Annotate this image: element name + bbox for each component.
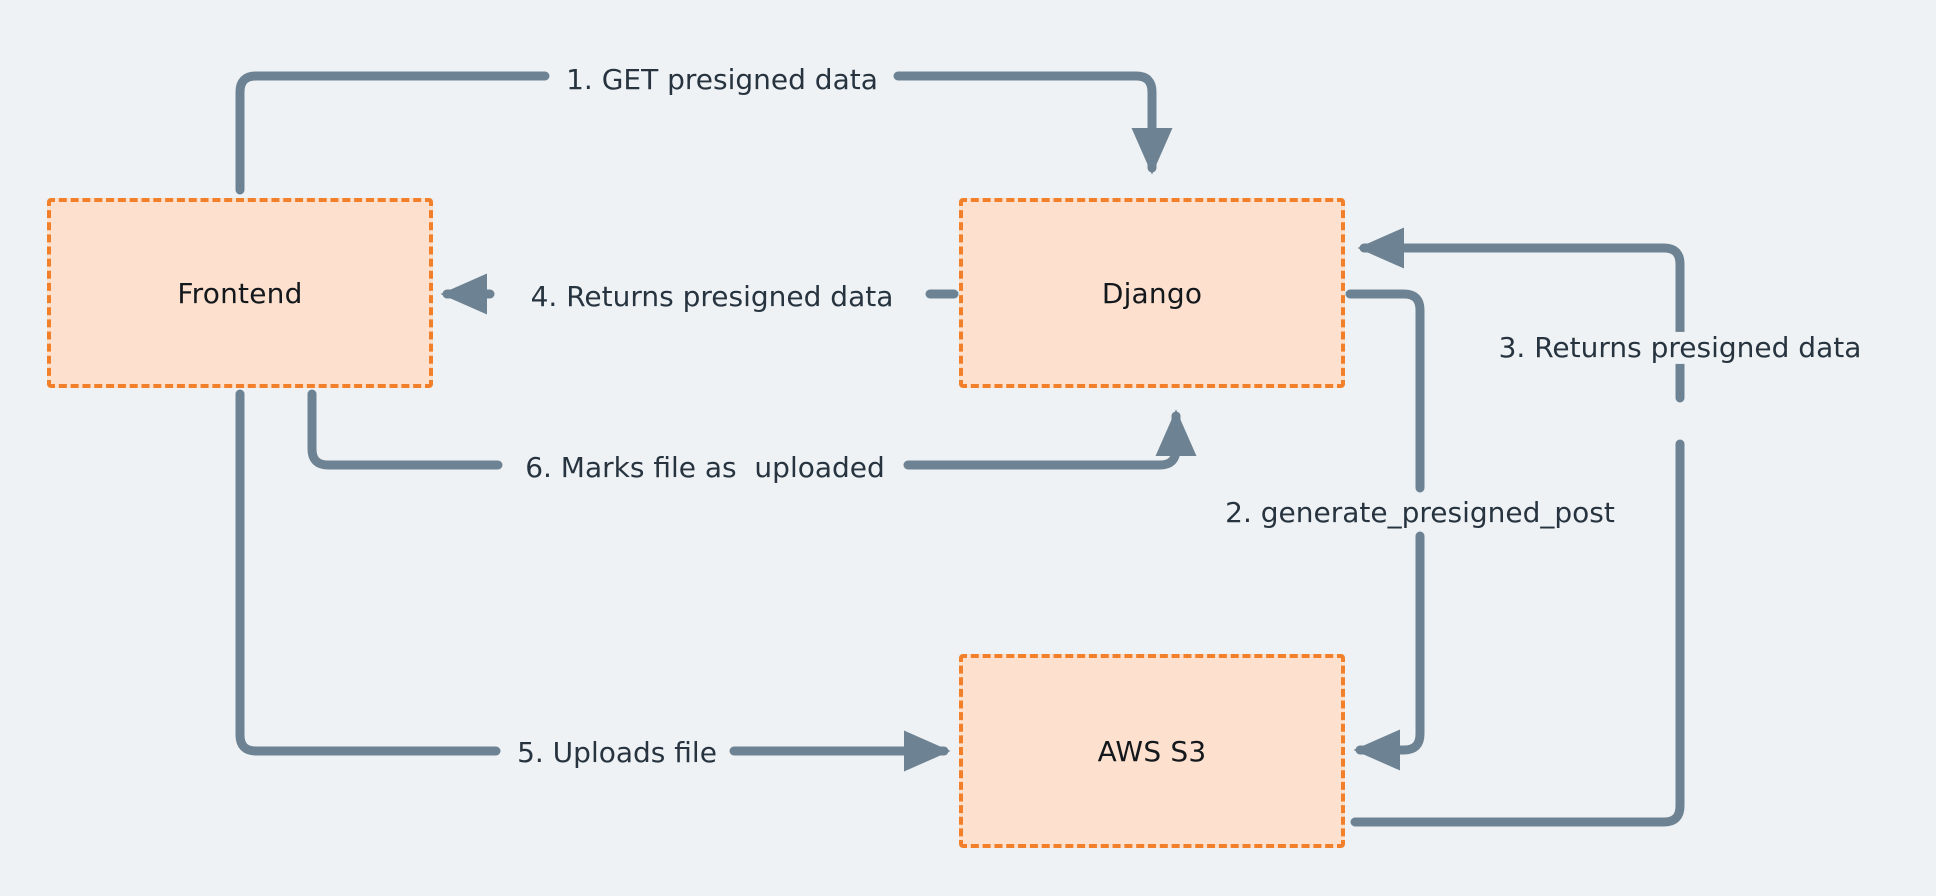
- edge-path-1-right: [893, 71, 1173, 175]
- edge-label-2: 2. generate_presigned_post: [1219, 496, 1621, 530]
- node-django[interactable]: Django: [959, 198, 1345, 388]
- edge-label-6: 6. Marks file as uploaded: [519, 451, 891, 485]
- edge-label-3: 3. Returns presigned data: [1492, 331, 1868, 365]
- node-django-label: Django: [1101, 276, 1203, 310]
- edge-label-1: 1. GET presigned data: [560, 63, 884, 97]
- edge-path-3-bottom: [1350, 439, 1685, 827]
- edge-label-4: 4. Returns presigned data: [524, 280, 900, 314]
- edge-path-5-left: [235, 389, 501, 756]
- node-frontend-label: Frontend: [177, 276, 303, 310]
- edge-path-2-bottom: [1353, 531, 1425, 771]
- node-aws-s3[interactable]: AWS S3: [959, 654, 1345, 848]
- edge-path-1-left: [235, 71, 550, 195]
- node-frontend[interactable]: Frontend: [47, 198, 433, 388]
- node-aws-s3-label: AWS S3: [1097, 734, 1207, 768]
- edge-path-3-top: [1357, 227, 1685, 403]
- edge-path-6-right: [903, 409, 1197, 470]
- edge-path-6-left: [307, 389, 503, 470]
- edge-label-5: 5. Uploads file: [511, 736, 723, 770]
- edge-path-2-top: [1345, 289, 1425, 493]
